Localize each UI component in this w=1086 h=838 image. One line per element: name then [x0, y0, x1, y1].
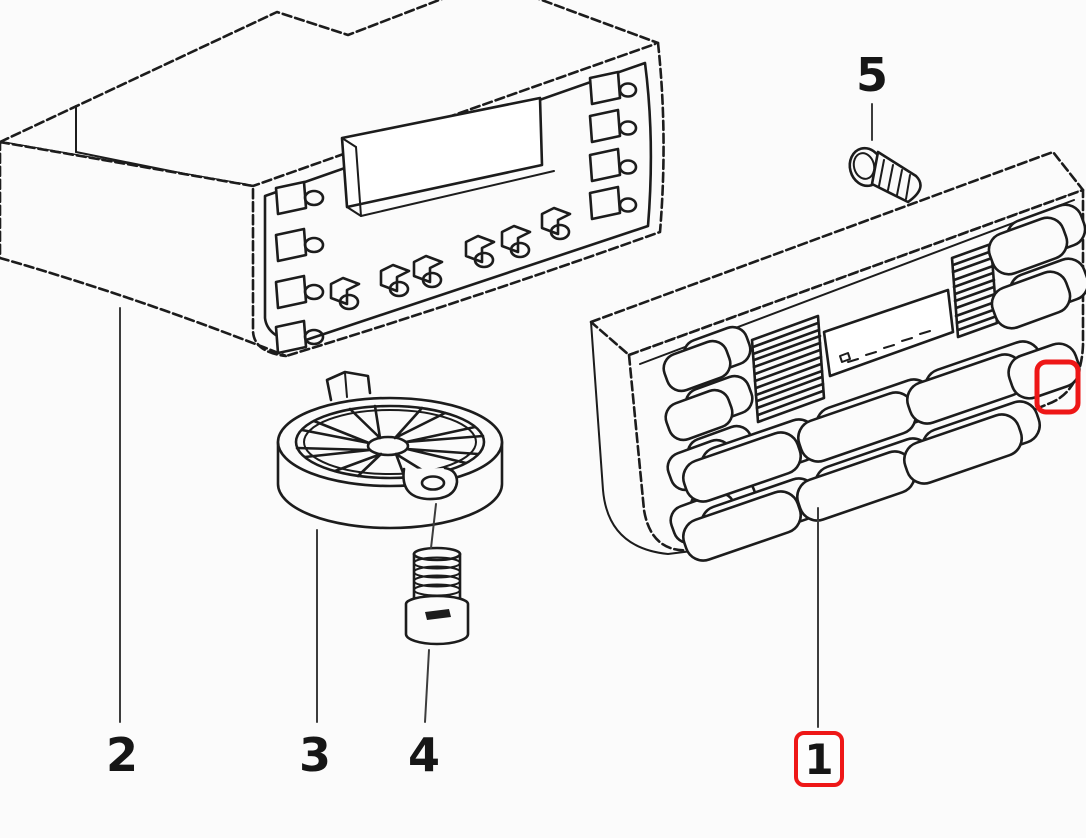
- part-label-1[interactable]: 1: [794, 731, 844, 787]
- part-label-3[interactable]: 3: [298, 728, 331, 782]
- control-unit-grille-right: [950, 242, 999, 339]
- housing-display-opening: [340, 96, 555, 217]
- fan-wheel-part: [276, 370, 504, 530]
- fan-top-tab: [325, 370, 372, 402]
- leader-lines: [119, 103, 873, 728]
- housing-clips-left: [274, 180, 325, 355]
- housing-clips-right: [588, 70, 638, 221]
- housing-clips-bottom: [329, 206, 572, 311]
- highlighted-button-box[interactable]: [1034, 359, 1081, 415]
- fan-spokes: [295, 404, 485, 480]
- fan-mounting-tab: [402, 466, 459, 501]
- control-unit-grille-left: [750, 314, 826, 424]
- housing-part: [0, 0, 665, 358]
- leader-line-4: [424, 503, 437, 723]
- part-label-2[interactable]: 2: [105, 728, 138, 782]
- control-unit-display: [822, 288, 955, 378]
- part-label-5[interactable]: 5: [855, 48, 888, 102]
- part-label-4[interactable]: 4: [407, 728, 440, 782]
- screw-4-part: [404, 546, 470, 646]
- control-unit-part: [589, 150, 1086, 562]
- control-unit-buttons-right: [987, 203, 1086, 330]
- screw-5-part: [848, 146, 922, 204]
- control-unit-buttons-bottom: [682, 340, 1081, 562]
